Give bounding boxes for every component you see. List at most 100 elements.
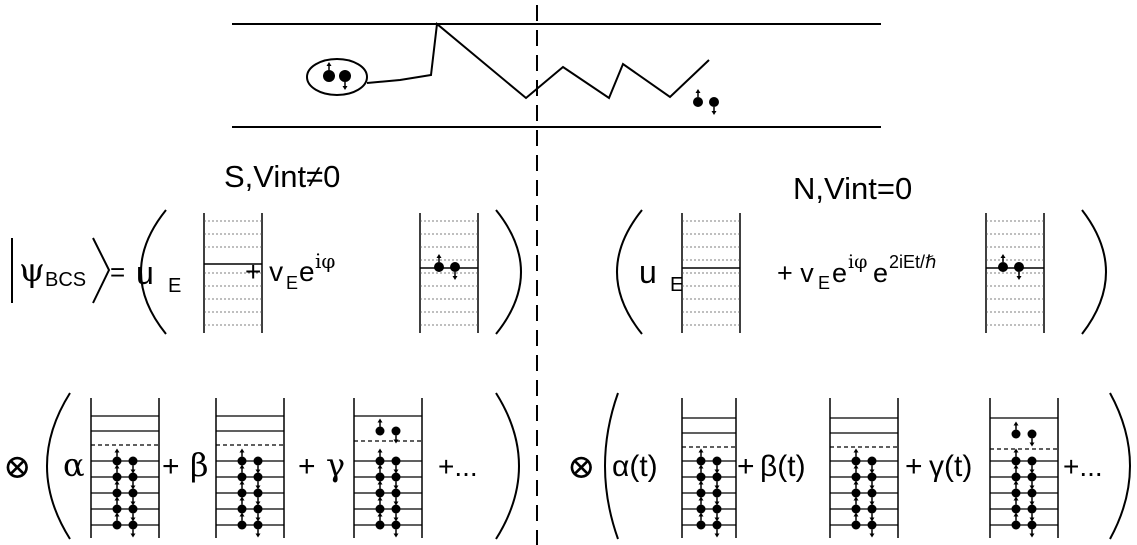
spin-down-arrow: [870, 534, 875, 538]
right-paren: [1082, 210, 1106, 334]
electron-dot: [376, 521, 385, 530]
left-expansion-row: ⊗ α + β + γ +...: [3, 393, 519, 539]
gamma-coefficient: γ: [326, 446, 345, 484]
energy-ladder-diagram: [830, 398, 898, 538]
plus-sign: +: [162, 450, 180, 483]
ellipsis-term: +...: [438, 451, 478, 482]
beta-coefficient: β: [190, 446, 209, 484]
time-exponent: 2iEt/ℏ: [889, 252, 936, 272]
time-exponential: e: [873, 258, 888, 288]
energy-ladder-diagram: [682, 213, 740, 333]
spin-down-arrow: [343, 86, 348, 90]
right-header: N,Vint=0: [793, 171, 912, 206]
electron-dot: [450, 262, 460, 272]
tensor-product-symbol: ⊗: [3, 447, 32, 487]
spin-down-arrow: [1030, 534, 1035, 538]
electron-dot: [1012, 457, 1021, 466]
gamma-coefficient: γ(t): [929, 450, 972, 483]
alpha-coefficient: α: [63, 446, 85, 484]
ket-angle: [93, 238, 109, 303]
phase-exponent: iφ: [315, 249, 335, 273]
electron-dot: [713, 457, 722, 466]
beta-coefficient: β(t): [760, 450, 806, 483]
plus-sign: +: [737, 450, 755, 483]
spin-down-arrow: [715, 534, 720, 538]
electron-dot: [129, 521, 138, 530]
v-subscript: E: [286, 273, 298, 293]
electron-dot: [254, 521, 263, 530]
electron-dot: [254, 457, 263, 466]
cooper-pair-ellipse: [307, 59, 367, 95]
u-coefficient: u: [639, 254, 657, 290]
electron-dot: [129, 489, 138, 498]
electron-dot: [113, 489, 122, 498]
spin-down-arrow: [1017, 276, 1022, 280]
electron-dot: [434, 262, 444, 272]
phase-exponent: iφ: [848, 251, 867, 273]
electron-dot: [129, 457, 138, 466]
electron-dot: [868, 521, 877, 530]
electron-dot: [392, 473, 401, 482]
electron-dot: [1028, 457, 1037, 466]
spin-up-arrow: [1001, 254, 1006, 258]
spin-up-arrow: [240, 449, 245, 453]
electron-dot: [254, 489, 263, 498]
electron-dot: [713, 473, 722, 482]
electron-dot: [392, 457, 401, 466]
electron-dot: [1012, 430, 1021, 439]
plus-sign: +: [298, 450, 316, 483]
electron-dot: [868, 505, 877, 514]
electron-dot: [697, 473, 706, 482]
electron-dot: [376, 427, 385, 436]
electron-dot: [238, 521, 247, 530]
cooper-pair-glyph: [693, 89, 719, 115]
left-header: S,Vint≠0: [224, 159, 340, 194]
electron-dot: [392, 521, 401, 530]
electron-dot: [1012, 505, 1021, 514]
energy-ladder-diagram: [354, 398, 422, 538]
spin-up-arrow: [378, 419, 383, 423]
spin-down-arrow: [394, 534, 399, 538]
electron-dot: [129, 505, 138, 514]
electron-dot: [392, 505, 401, 514]
energy-ladder-diagram: [682, 398, 736, 538]
energy-ladder-diagram: [420, 213, 478, 333]
spin-up-arrow: [699, 449, 704, 453]
electron-dot: [113, 473, 122, 482]
right-paren: [1110, 393, 1130, 539]
electron-dot: [709, 97, 719, 107]
electron-dot: [129, 473, 138, 482]
energy-ladder-diagram: [986, 213, 1044, 333]
electron-dot: [852, 489, 861, 498]
alpha-coefficient: α(t): [612, 450, 658, 483]
u-subscript: E: [168, 275, 181, 297]
spin-down-arrow: [131, 534, 136, 538]
electron-dot: [697, 489, 706, 498]
junction-panel: [232, 24, 881, 127]
plus-sign: +: [905, 450, 923, 483]
v-subscript: E: [818, 273, 830, 293]
electron-dot: [238, 489, 247, 498]
electron-dot: [868, 489, 877, 498]
right-paren: [496, 210, 521, 334]
bcs-state-row: ψ BCS = u E + v E e iφ: [12, 210, 521, 334]
electron-dot: [392, 427, 401, 436]
energy-ladder-diagram: [91, 398, 159, 538]
spin-up-arrow: [1014, 422, 1019, 426]
ellipsis-term: +...: [1063, 451, 1103, 482]
electron-dot: [998, 262, 1008, 272]
electron-dot: [713, 489, 722, 498]
electron-dot: [697, 505, 706, 514]
equals-sign: =: [110, 257, 125, 287]
electron-dot: [339, 70, 351, 82]
energy-ladder-diagram: [990, 398, 1058, 538]
right-paren: [496, 393, 519, 539]
electron-dot: [852, 505, 861, 514]
spin-down-arrow: [256, 534, 261, 538]
phase-exponential: e: [832, 258, 847, 288]
spin-down-arrow: [453, 276, 458, 280]
normal-state-row: u E + v E e iφ e 2iEt/ℏ: [617, 210, 1106, 334]
spin-up-arrow: [696, 89, 701, 93]
psi-symbol: ψ: [19, 250, 45, 289]
electron-dot: [1012, 521, 1021, 530]
